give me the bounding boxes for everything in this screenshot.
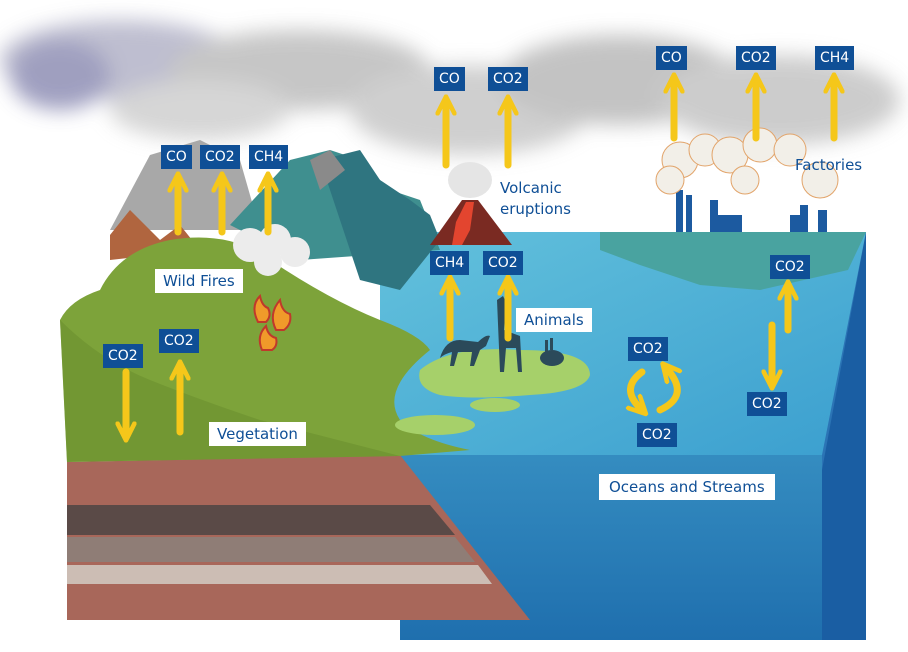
co2-tag-fire: CO2	[200, 145, 240, 169]
animals-label: Animals	[516, 308, 592, 332]
smoke-clouds	[0, 20, 900, 155]
co2-tag-volcano: CO2	[488, 67, 528, 91]
wild-fires-label: Wild Fires	[155, 269, 243, 293]
vegetation-label: Vegetation	[209, 422, 306, 446]
co2-tag-ocean-cycle-bottom: CO2	[637, 423, 677, 447]
co2-tag-ocean-cycle-top: CO2	[628, 337, 668, 361]
volcano	[430, 162, 512, 245]
co2-tag-vegetation-down: CO2	[103, 344, 143, 368]
ch4-tag-factory: CH4	[815, 46, 855, 70]
co2-tag-ocean-exchange-bottom: CO2	[747, 392, 787, 416]
ch4-tag-animals: CH4	[430, 251, 470, 275]
volcanic-eruptions-label: Volcanic eruptions	[500, 179, 571, 218]
soil-layers	[67, 455, 530, 620]
ch4-tag-fire: CH4	[249, 145, 289, 169]
flow-arrows	[126, 83, 834, 432]
oceans-and-streams-label: Oceans and Streams	[599, 474, 775, 500]
co-tag-volcano: CO	[434, 67, 465, 91]
co2-tag-animals: CO2	[483, 251, 523, 275]
factories	[655, 127, 839, 232]
co2-tag-ocean-exchange-top: CO2	[770, 255, 810, 279]
co-tag-factory: CO	[656, 46, 687, 70]
co2-tag-vegetation-up: CO2	[159, 329, 199, 353]
co-tag-fire: CO	[161, 145, 192, 169]
factories-label: Factories	[795, 156, 863, 174]
co2-tag-factory: CO2	[736, 46, 776, 70]
